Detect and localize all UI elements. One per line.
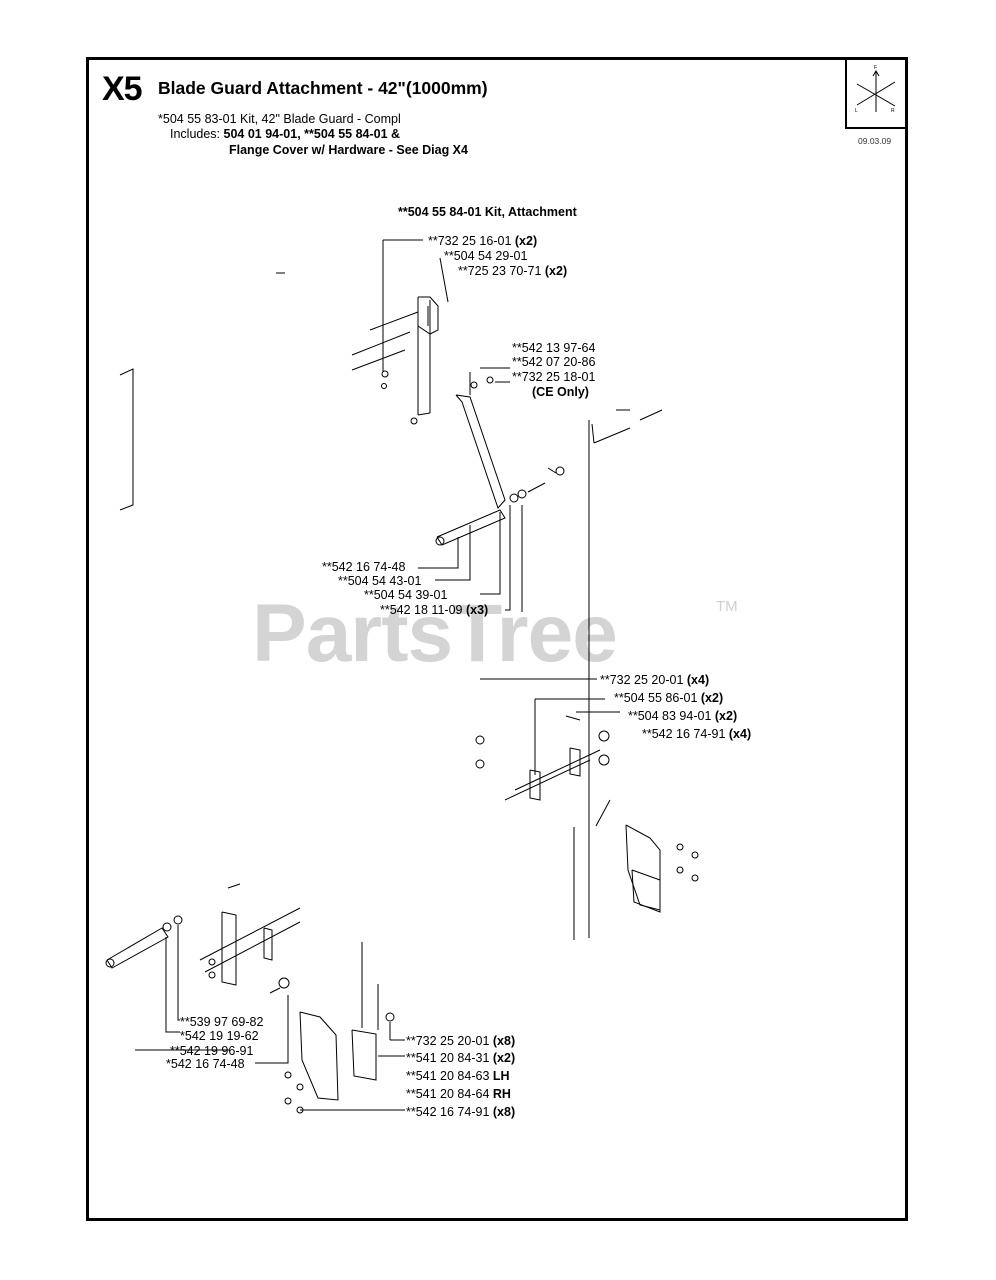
callout-732-25-18-01: **732 25 18-01	[512, 370, 596, 384]
callout-732-25-16-01: **732 25 16-01 (x2)	[428, 234, 538, 248]
callout-504-54-39-01: **504 54 39-01	[364, 588, 448, 602]
callout-542-16-74-48: **542 16 74-48	[322, 560, 406, 574]
page-border	[86, 57, 908, 1221]
callout-541-20-84-64: **541 20 84-64 RH	[406, 1087, 511, 1101]
watermark-text: PartsTree	[252, 588, 618, 679]
callout-542-13-97-64: **542 13 97-64	[512, 341, 596, 355]
callout-504-54-29-01: **504 54 29-01	[444, 249, 528, 263]
callout-725-23-70-71: **725 23 70-71 (x2)	[458, 264, 568, 278]
callout-542-16-74-91-x8: **542 16 74-91 (x8)	[406, 1105, 516, 1119]
callout-732-25-20-01-x8: **732 25 20-01 (x8)	[406, 1034, 516, 1048]
svg-text:L: L	[855, 108, 858, 114]
callout-542-07-20-86: **542 07 20-86	[512, 355, 596, 369]
diagram-title: Blade Guard Attachment - 42"(1000mm)	[158, 78, 488, 98]
callout-732-25-20-01-x4: **732 25 20-01 (x4)	[600, 673, 710, 687]
callout-542-16-74-48-lower: *542 16 74-48	[166, 1057, 245, 1071]
subkit-label: **504 55 84-01 Kit, Attachment	[398, 205, 577, 219]
callout-542-19-96-91: **542 19 96-91	[170, 1044, 254, 1058]
callout-504-54-43-01: **504 54 43-01	[338, 574, 422, 588]
svg-text:F: F	[874, 65, 877, 71]
section-code: X5	[102, 70, 143, 108]
kit-includes-line: Includes: 504 01 94-01, **504 55 84-01 &	[170, 127, 401, 141]
callout-541-20-84-31: **541 20 84-31 (x2)	[406, 1051, 516, 1065]
callout-542-16-74-91-x4: **542 16 74-91 (x4)	[642, 727, 752, 741]
callout-541-20-84-63: **541 20 84-63 LH	[406, 1069, 510, 1083]
callout-504-55-86-01: **504 55 86-01 (x2)	[614, 691, 724, 705]
callout-539-97-69-82: **539 97 69-82	[180, 1015, 264, 1029]
kit-line-3: Flange Cover w/ Hardware - See Diag X4	[229, 143, 468, 157]
revision-date: 09.03.09	[858, 136, 892, 146]
svg-text:R: R	[891, 108, 895, 114]
orientation-compass-icon: F L R	[845, 58, 908, 129]
callout-542-19-19-62: *542 19 19-62	[180, 1029, 259, 1043]
callout-542-18-11-09: **542 18 11-09 (x3)	[380, 603, 489, 617]
watermark-tm: TM	[716, 598, 738, 615]
kit-line-1: *504 55 83-01 Kit, 42" Blade Guard - Com…	[158, 112, 401, 126]
callout-ce-only: (CE Only)	[532, 385, 589, 399]
callout-504-83-94-01: **504 83 94-01 (x2)	[628, 709, 738, 723]
